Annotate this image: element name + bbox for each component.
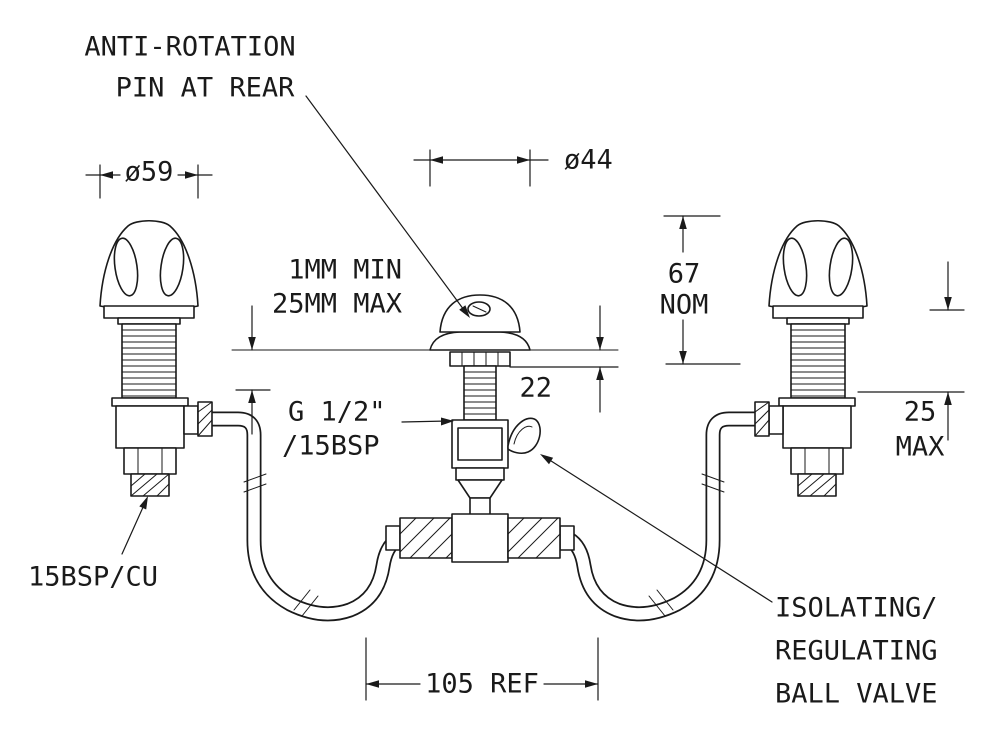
- left-threaded-shank: [121, 323, 177, 399]
- right-handle-skirt: [772, 305, 864, 319]
- label-thread-spec-1: G 1/2": [288, 397, 386, 428]
- label-handle-height-qualifier: NOM: [660, 290, 709, 321]
- right-handle-cutout: [782, 237, 808, 297]
- left-outlet-nut: [197, 401, 213, 437]
- label-deck-gap-max: 25MM MAX: [272, 289, 402, 320]
- dim-handle-height: 67 NOM: [660, 215, 741, 365]
- center-flange: [429, 331, 531, 351]
- label-centres-reference: 105 REF: [425, 669, 539, 700]
- left-valve-body: [115, 405, 185, 449]
- supply-pipes: [212, 411, 755, 622]
- dim-centres-reference: 105 REF: [365, 637, 599, 701]
- label-center-flange-diameter: ø44: [564, 145, 613, 176]
- tee-connector: [385, 467, 575, 563]
- right-bottom-hex: [790, 447, 844, 475]
- dim-thread-projection: 22: [509, 305, 619, 413]
- callout-anti-rotation: ANTI-ROTATION PIN AT REAR: [84, 32, 470, 318]
- left-tap: [99, 219, 213, 497]
- dim-deck-thickness: 25 MAX: [857, 261, 965, 463]
- left-compression-nut: [130, 473, 170, 497]
- tee-left-nut: [399, 517, 453, 559]
- ball-valve-lever: [507, 417, 541, 455]
- left-bottom-hex: [123, 447, 177, 475]
- left-handle-cutout: [113, 237, 139, 297]
- label-inlet-connection: 15BSP/CU: [28, 562, 158, 593]
- center-threaded-stem: [463, 365, 497, 421]
- label-left-handle-diameter: ø59: [125, 157, 174, 188]
- callout-inlet-connection: 15BSP/CU: [28, 496, 158, 593]
- right-valve-body: [782, 405, 852, 449]
- label-thread-projection: 22: [519, 373, 552, 404]
- right-threaded-shank: [790, 323, 846, 399]
- center-dome-cap: [439, 294, 521, 333]
- tee-body: [451, 513, 509, 563]
- callout-ball-valve: ISOLATING/ REGULATING BALL VALVE: [540, 454, 938, 710]
- dim-deck-gap: 1MM MIN 25MM MAX: [235, 255, 402, 435]
- label-anti-rotation-2: PIN AT REAR: [116, 73, 296, 104]
- label-deck-thickness-qualifier: MAX: [896, 432, 945, 463]
- label-thread-spec-2: /15BSP: [282, 431, 380, 462]
- label-ball-valve-1: ISOLATING/: [775, 593, 938, 624]
- left-handle-skirt: [103, 305, 195, 319]
- label-handle-height-value: 67: [668, 259, 701, 290]
- anti-rotation-pin-screw: [467, 301, 491, 317]
- right-tap: [754, 219, 868, 497]
- right-outlet-nut: [754, 401, 770, 437]
- label-deck-gap-min: 1MM MIN: [288, 255, 402, 286]
- right-compression-nut: [797, 473, 837, 497]
- tee-right-nut: [507, 517, 561, 559]
- label-anti-rotation-1: ANTI-ROTATION: [84, 32, 295, 63]
- center-locknut: [449, 351, 511, 367]
- right-handle-cutout: [828, 237, 854, 297]
- dim-center-flange-diameter: ø44: [413, 145, 613, 187]
- left-handle-cutout: [159, 237, 185, 297]
- callout-thread-spec: G 1/2" /15BSP: [282, 397, 454, 462]
- pipe-clip-marks: [243, 473, 725, 617]
- label-deck-thickness-value: 25: [904, 397, 937, 428]
- dim-left-handle-diameter: ø59: [85, 157, 213, 199]
- label-ball-valve-3: BALL VALVE: [775, 679, 938, 710]
- label-ball-valve-2: REGULATING: [775, 636, 938, 667]
